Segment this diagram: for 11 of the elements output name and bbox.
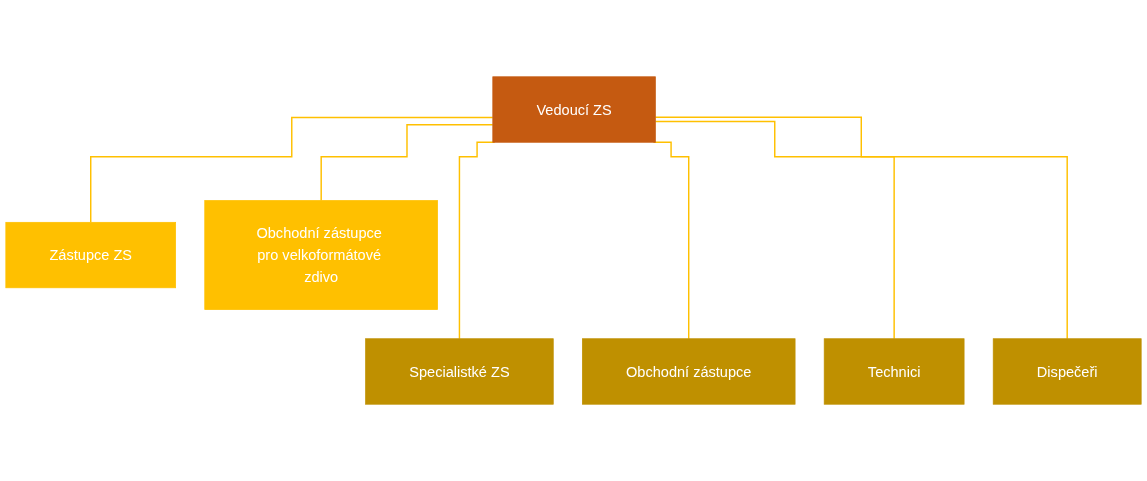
node-box: Zástupce ZS xyxy=(5,221,176,289)
node-box: Obchodní zástupce xyxy=(582,338,796,405)
node-box: Dispečeři xyxy=(992,338,1142,405)
node-box: Obchodní zástupce pro velkoformátové zdivo xyxy=(204,200,438,310)
connector xyxy=(654,116,1068,340)
node-box: Technici xyxy=(823,338,965,405)
node-box: Specialistké ZS xyxy=(365,338,554,405)
connector xyxy=(654,120,895,340)
node-box: Vedoucí ZS xyxy=(492,76,656,143)
connector xyxy=(90,116,494,224)
connector xyxy=(320,124,494,202)
